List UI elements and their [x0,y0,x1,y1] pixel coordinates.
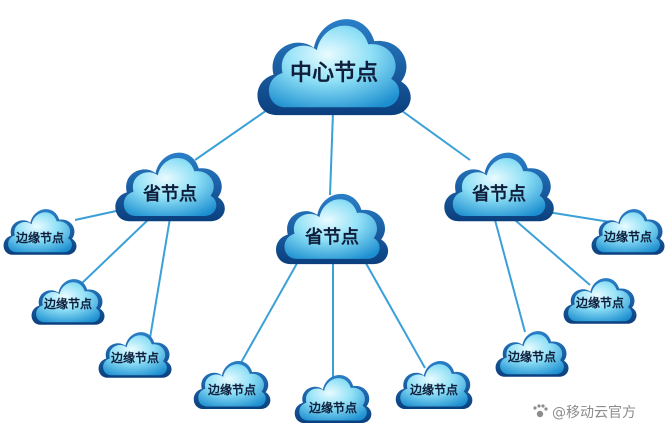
edge-node-label: 边缘节点 [110,350,159,365]
edge-node-label: 边缘节点 [308,400,357,415]
edge-node-right-middle: 边缘节点 [563,278,637,324]
edge-node-label: 边缘节点 [575,295,624,310]
link-right-edge1 [494,219,526,333]
edge-node-label: 边缘节点 [43,296,92,311]
edge-node-label: 边缘节点 [15,230,64,245]
edge-node-label: 边缘节点 [603,229,652,244]
edge-node-label: 边缘节点 [507,349,556,364]
center-node-label: 中心节点 [290,60,378,86]
province-node-label: 省节点 [142,183,197,205]
province-node-label: 省节点 [471,183,526,205]
edge-node-label: 边缘节点 [207,382,256,397]
link-right-edge2 [514,219,591,286]
edge-node-right-bottom: 边缘节点 [495,331,569,377]
edge-node-label: 边缘节点 [409,382,458,397]
link-center-right [397,107,471,161]
province-node-right: 省节点 [444,152,554,222]
link-left-edge3 [149,217,171,339]
edge-node-left-top: 边缘节点 [3,209,77,255]
edge-node-left-bottom: 边缘节点 [98,332,172,378]
link-center-middle [329,111,334,196]
edge-node-mid-left: 边缘节点 [193,361,271,410]
link-left-edge2 [79,217,151,286]
link-mid-edge3 [362,257,426,369]
province-node-left: 省节点 [115,152,225,222]
edge-node-mid-center: 边缘节点 [294,375,372,424]
center-node: 中心节点 [257,19,411,116]
edge-node-right-top: 边缘节点 [591,209,665,255]
link-center-left [194,107,271,161]
watermark-text: @移动云官方 [552,405,636,421]
paw-icon [533,404,548,418]
edge-node-mid-right: 边缘节点 [395,361,473,410]
province-node-middle: 省节点 [276,193,389,265]
link-mid-edge1 [237,257,301,369]
edge-node-left-middle: 边缘节点 [31,279,105,325]
province-node-label: 省节点 [304,226,359,248]
watermark: @移动云官方 [533,404,636,421]
